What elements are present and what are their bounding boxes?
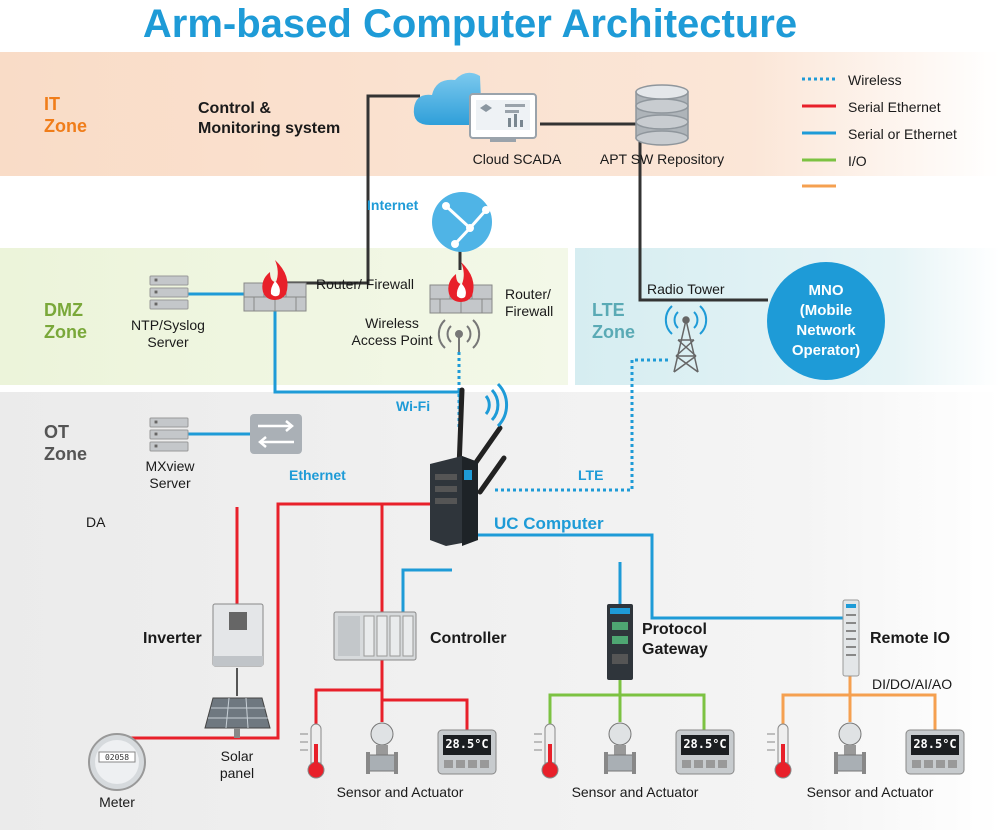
dmz-zone-label: DMZ Zone (44, 300, 87, 342)
meter-reading: 02058 (104, 753, 130, 762)
thermometer-icon (767, 723, 792, 779)
wireless-access-point-label: Wireless Access Point (351, 315, 433, 348)
remote-io-icon (842, 599, 860, 677)
lte-link-label: LTE (578, 467, 604, 483)
legend-serial-or-ethernet: Serial or Ethernet (848, 126, 957, 142)
legend-io: I/O (848, 153, 867, 169)
ntp-syslog-server-label: NTP/Syslog Server (131, 317, 205, 350)
radio-tower-label: Radio Tower (647, 281, 725, 297)
da-label: DA (86, 514, 106, 530)
wireless-access-point-icon (437, 319, 481, 352)
meter-icon (88, 733, 146, 791)
thermometer-icon (534, 723, 559, 779)
dmz-zone-band (0, 248, 568, 385)
mxview-server-icon (149, 417, 189, 452)
legend-swatches (802, 77, 836, 188)
uc-computer-icon (430, 382, 509, 546)
lte-zone-label: LTE Zone (592, 300, 635, 342)
inverter-icon (212, 603, 264, 667)
flow-meter-icon (604, 722, 636, 774)
firewall-icon-internet (429, 262, 493, 314)
control-monitoring-label: Control & Monitoring system (198, 100, 341, 137)
mxview-server-label: MXview Server (145, 458, 195, 491)
thermometer-icon (300, 723, 325, 779)
legend-wireless: Wireless (848, 72, 902, 88)
serial-ethernet-links (125, 502, 469, 740)
sensor-actuator-label-1: Sensor and Actuator (336, 784, 464, 800)
temperature-display-icon (905, 729, 965, 775)
radio-tower-icon (664, 305, 708, 373)
wifi-label: Wi-Fi (396, 398, 431, 414)
sensor-actuator-label-2: Sensor and Actuator (571, 784, 699, 800)
meter-label: Meter (99, 794, 135, 810)
temperature-reading-2: 28.5°C (683, 737, 727, 751)
firewall-icon-dmz (243, 260, 307, 312)
wireless-links (457, 352, 668, 492)
temperature-reading-1: 28.5°C (445, 737, 489, 751)
internet-globe-icon (432, 192, 492, 252)
protocol-gateway-icon (607, 604, 633, 680)
flow-meter-icon (834, 722, 866, 774)
mno-node: MNO (Mobile Network Operator) (767, 262, 885, 380)
ethernet-switch-icon (250, 414, 302, 454)
controller-label: Controller (430, 630, 507, 647)
cloud-scada-label: Cloud SCADA (472, 151, 562, 167)
cloud-icon (413, 72, 482, 125)
flow-meter-icon (366, 722, 398, 774)
it-zone-label: IT Zone (44, 94, 87, 136)
sensor-group-2 (534, 722, 735, 779)
plc-controller-icon (333, 611, 417, 661)
internet-links (275, 94, 768, 302)
sensor-group-1 (300, 722, 497, 779)
uc-computer-label: UC Computer (494, 514, 604, 533)
protocol-gateway-label: Protocol Gateway (642, 621, 708, 658)
apt-repository-label: APT SW Repository (599, 151, 725, 167)
ethernet-label: Ethernet (289, 467, 346, 483)
ot-zone-label: OT Zone (44, 422, 87, 464)
legend-serial-ethernet: Serial Ethernet (848, 99, 941, 115)
router-firewall-label-1: Router/ Firewall (316, 276, 415, 292)
ntp-server-icon (149, 275, 189, 310)
scada-monitor-icon (469, 93, 537, 142)
orange-links (781, 676, 937, 730)
temperature-display-icon (675, 729, 735, 775)
dido-label: DI/DO/AI/AO (872, 676, 953, 692)
router-firewall-label-2: Router/ Firewall (505, 286, 554, 319)
inverter-label: Inverter (143, 630, 202, 647)
page-title: Arm-based Computer Architecture (142, 2, 798, 46)
temperature-reading-3: 28.5°C (913, 737, 957, 751)
io-links (548, 680, 706, 730)
sensor-group-3 (767, 722, 965, 779)
database-icon (635, 84, 689, 146)
remote-io-label: Remote IO (870, 630, 951, 647)
sensor-actuator-label-3: Sensor and Actuator (806, 784, 934, 800)
solar-panel-icon (204, 697, 271, 738)
solar-panel-label: Solar panel (219, 748, 255, 781)
internet-label: Internet (367, 197, 419, 213)
temperature-display-icon (437, 729, 497, 775)
